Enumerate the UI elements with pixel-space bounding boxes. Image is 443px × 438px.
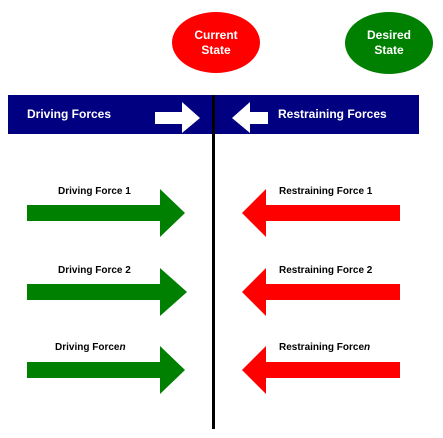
restraining-force-n-text: Restraining Force <box>279 342 365 353</box>
restraining-force-n-label: Restraining Forcen <box>279 342 370 354</box>
desired-state-node: Desired State <box>345 12 433 74</box>
driving-forces-header: Driving Forces <box>27 107 112 121</box>
restraining-arrow-1 <box>242 189 400 237</box>
restraining-force-2-label: Restraining Force 2 <box>279 265 373 276</box>
driving-force-1-label: Driving Force 1 <box>58 186 131 197</box>
restraining-arrow-2 <box>242 268 400 316</box>
driving-force-n-text: Driving Force <box>55 342 120 353</box>
driving-force-n-suffix: n <box>119 342 126 353</box>
restraining-forces-header: Restraining Forces <box>278 107 387 121</box>
driving-arrow-2 <box>27 268 187 316</box>
driving-force-2-label: Driving Force 2 <box>58 265 131 276</box>
restraining-force-n-suffix: n <box>364 342 371 353</box>
header-restraining-arrow <box>232 102 268 133</box>
restraining-force-1-label: Restraining Force 1 <box>279 186 373 197</box>
center-divider-line <box>212 95 215 429</box>
current-state-line2: State <box>201 42 231 57</box>
driving-arrow-n <box>27 346 185 394</box>
current-state-node: Current State <box>172 12 260 73</box>
restraining-arrow-n <box>242 346 400 394</box>
header-driving-arrow <box>155 102 200 133</box>
current-state-line1: Current <box>194 27 238 42</box>
driving-arrow-1 <box>27 189 185 237</box>
desired-state-line1: Desired <box>366 28 412 42</box>
desired-state-line2: State <box>374 43 404 57</box>
driving-force-n-label: Driving Forcen <box>55 342 126 354</box>
